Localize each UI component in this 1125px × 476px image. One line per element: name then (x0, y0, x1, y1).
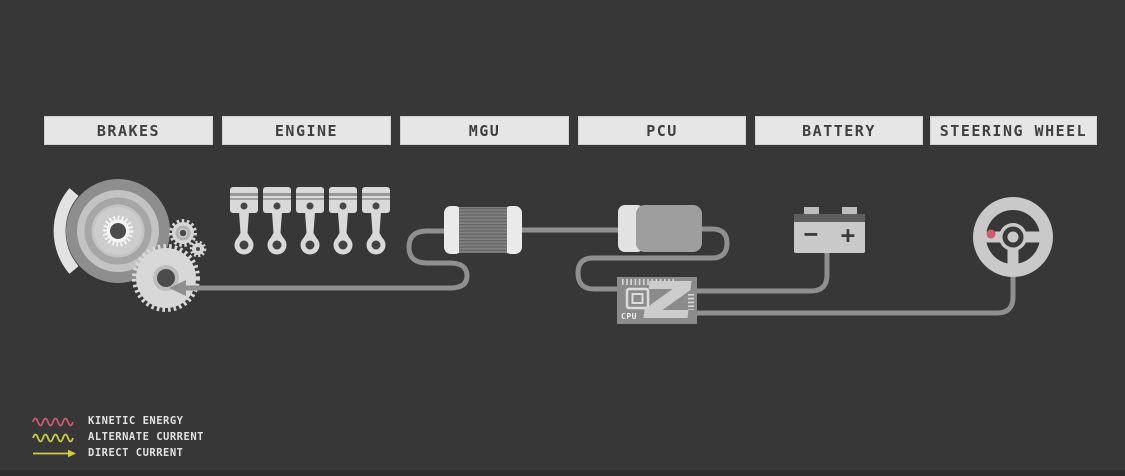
battery-body (794, 214, 865, 253)
piston (329, 187, 357, 255)
wave-icon (32, 417, 74, 427)
motor-generator-unit (444, 206, 522, 254)
wire-mgu-to-brakes (182, 228, 470, 291)
small-gear-2 (189, 240, 207, 258)
battery-negative: − (804, 220, 818, 248)
piston (230, 187, 258, 255)
engine-pistons (230, 187, 390, 255)
brake-disc-and-gears (53, 179, 207, 312)
legend: KINETIC ENERGY ALTERNATE CURRENT DIRECT … (31, 413, 204, 461)
small-gear-1 (169, 219, 197, 247)
legend-label: DIRECT CURRENT (88, 447, 184, 459)
brake-caliper (53, 188, 79, 274)
bottom-strip (0, 470, 1125, 476)
wire-pcu-to-board (575, 226, 730, 292)
hub-center (110, 223, 126, 239)
chip-icon (625, 287, 650, 310)
battery-positive: + (841, 221, 855, 249)
mgu-drum (459, 207, 507, 253)
piston (263, 187, 291, 255)
wires (182, 226, 1016, 316)
arrow-right-icon (33, 449, 76, 458)
component-label-engine: ENGINE (222, 116, 391, 145)
legend-item-alternate-current: ALTERNATE CURRENT (31, 429, 204, 445)
component-label-mgu: MGU (400, 116, 569, 145)
pcu-body (636, 205, 702, 252)
big-gear (132, 244, 200, 312)
wire-board-to-wheel (694, 268, 1016, 316)
cpu-label: CPU (621, 312, 637, 321)
cpu-board: CPU (617, 277, 697, 324)
legend-item-kinetic-energy: KINETIC ENERGY (31, 413, 204, 429)
hub-teeth (102, 215, 134, 247)
component-label-brakes: BRAKES (44, 116, 213, 145)
piston (362, 187, 390, 255)
chip-icon-core (631, 293, 644, 304)
component-label-steering-wheel: STEERING WHEEL (930, 116, 1097, 145)
legend-label: KINETIC ENERGY (88, 415, 184, 427)
component-label-battery: BATTERY (755, 116, 923, 145)
mgu-right-cap (504, 206, 522, 254)
legend-item-direct-current: DIRECT CURRENT (31, 445, 204, 461)
z-logo-icon (643, 281, 692, 318)
legend-label: ALTERNATE CURRENT (88, 431, 204, 443)
brake-disc-ring (84, 197, 152, 265)
wire-board-to-battery (694, 250, 830, 294)
battery: − + (794, 207, 865, 253)
battery-top-strip (794, 214, 865, 222)
battery-terminal (804, 207, 819, 215)
wire-arrowhead (169, 280, 186, 296)
component-label-pcu: PCU (578, 116, 746, 145)
piston (296, 187, 324, 255)
wave-icon (32, 433, 74, 443)
mgu-left-cap (444, 206, 462, 254)
steering-wheel (973, 197, 1053, 277)
power-control-unit (618, 205, 702, 252)
wheel-red-button (986, 229, 996, 239)
battery-terminal (842, 207, 857, 215)
